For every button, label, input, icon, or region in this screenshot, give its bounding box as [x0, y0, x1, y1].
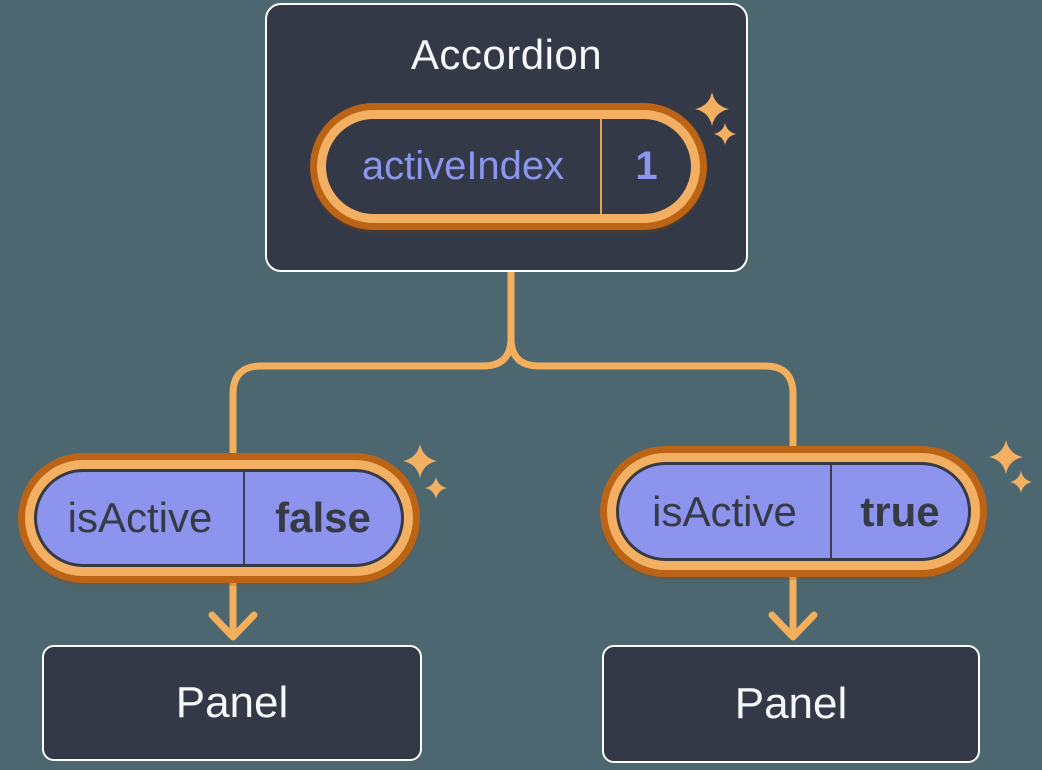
accordion-box: Accordion activeIndex 1	[265, 3, 748, 272]
prop-pill-ring: isActive true	[607, 453, 980, 570]
prop-name: isActive	[67, 494, 213, 541]
prop-name: isActive	[652, 487, 797, 535]
pill-divider	[600, 119, 602, 214]
state-name: activeIndex	[361, 144, 565, 188]
state-pill-core: activeIndex 1	[326, 119, 691, 214]
panel-box-left: Panel	[42, 645, 422, 761]
prop-value: false	[275, 494, 371, 541]
arrow-down-icon	[768, 611, 818, 641]
state-value: 1	[635, 144, 658, 188]
panel-box-right: Panel	[602, 645, 980, 763]
prop-pill-core: isActive true	[616, 462, 971, 561]
prop-pill-ring: isActive false	[25, 460, 413, 576]
arrow-down-icon	[208, 611, 258, 641]
state-pill: activeIndex 1	[310, 103, 707, 230]
prop-value: true	[860, 487, 940, 535]
pill-divider	[243, 472, 245, 564]
prop-pill-right: isActive true	[600, 446, 987, 577]
accordion-title: Accordion	[410, 31, 603, 78]
panel-label: Panel	[734, 679, 848, 728]
pill-divider	[830, 465, 832, 558]
state-pill-ring: activeIndex 1	[317, 110, 700, 223]
branch-line-right	[507, 268, 797, 469]
panel-label: Panel	[175, 678, 289, 727]
branch-line-left	[229, 268, 515, 474]
prop-pill-left: isActive false	[18, 453, 420, 583]
prop-pill-core: isActive false	[34, 469, 404, 567]
